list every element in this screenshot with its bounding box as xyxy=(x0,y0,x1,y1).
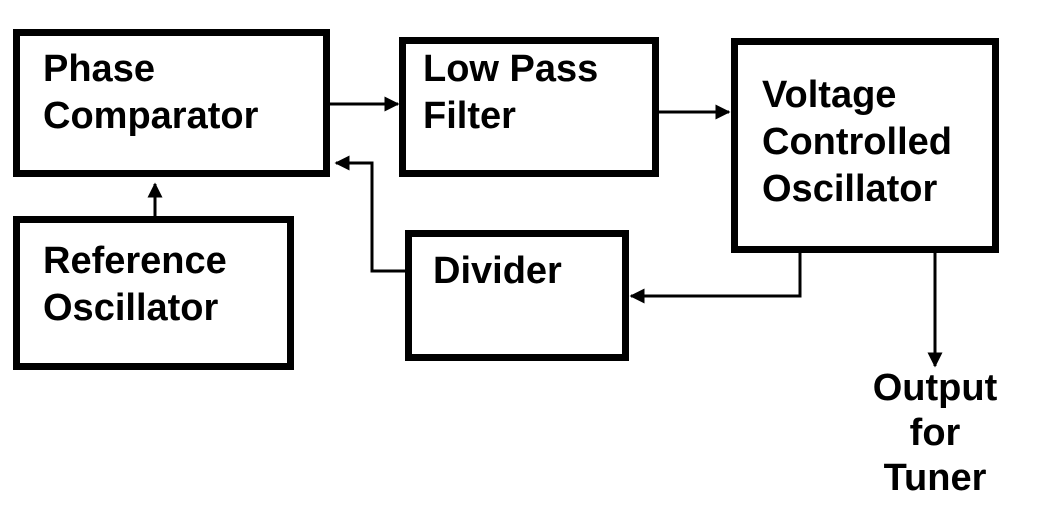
vco-block xyxy=(731,38,999,253)
phase-comparator-label-line2: Comparator xyxy=(43,95,259,137)
divider-label: Divider xyxy=(433,248,562,295)
vco-label-line1: Voltage xyxy=(762,74,897,116)
vco-label-line2: Controlled xyxy=(762,121,952,163)
divider-label-line1: Divider xyxy=(433,250,562,292)
low-pass-filter-label-line2: Filter xyxy=(423,95,516,137)
arrow-vco-to-divider xyxy=(629,253,802,304)
reference-oscillator-label-line2: Oscillator xyxy=(43,287,219,329)
reference-oscillator-label: Reference Oscillator xyxy=(43,238,227,332)
reference-oscillator-label-line1: Reference xyxy=(43,240,227,282)
output-label-line2: for xyxy=(909,412,961,454)
phase-comparator-label: Phase Comparator xyxy=(43,46,258,140)
arrow-divider-to-comparator xyxy=(334,155,405,273)
output-label: Output for Tuner xyxy=(835,366,1035,501)
low-pass-filter-label: Low Pass Filter xyxy=(423,46,598,140)
phase-comparator-block xyxy=(13,29,330,177)
vco-label: Voltage Controlled Oscillator xyxy=(762,72,952,213)
divider-block xyxy=(405,230,629,361)
vco-label-line3: Oscillator xyxy=(762,168,938,210)
output-label-line3: Tuner xyxy=(883,457,987,499)
phase-comparator-label-line1: Phase xyxy=(43,48,155,90)
reference-oscillator-block xyxy=(13,216,294,370)
low-pass-filter-block xyxy=(399,37,659,177)
low-pass-filter-label-line1: Low Pass xyxy=(423,48,599,90)
output-label-line1: Output xyxy=(872,367,998,409)
